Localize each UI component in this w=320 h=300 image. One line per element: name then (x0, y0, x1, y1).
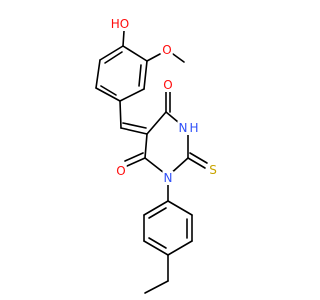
bond (122, 30, 125, 47)
bond (122, 122, 147, 129)
label-background (162, 171, 174, 185)
bond (146, 111, 167, 135)
bond (95, 59, 101, 89)
nh-hydrogen-label: H (189, 121, 198, 135)
label-background (162, 78, 174, 92)
bond (144, 133, 148, 159)
label-background (115, 164, 127, 178)
bond (99, 45, 124, 61)
bond (146, 53, 161, 62)
thione-sulfur-label: S (209, 163, 217, 177)
bond (143, 240, 169, 256)
bond (143, 200, 169, 216)
label-background (161, 43, 173, 57)
hydroxyl-label: HO (111, 17, 129, 31)
label-background (109, 17, 131, 31)
atom-labels: HO O O O H N N S (109, 17, 218, 185)
label-background (208, 163, 218, 177)
carbonyl-oxygen-top-label: O (163, 78, 172, 92)
molecule-canvas: HO O O O H N N S (95, 17, 218, 294)
bond (144, 280, 169, 294)
molecule-structure: HO O O O H N N S (95, 17, 218, 294)
bond (148, 237, 167, 249)
bond (122, 45, 148, 62)
bond (126, 157, 146, 167)
bond (148, 207, 167, 219)
bond (167, 200, 193, 216)
label-background (177, 121, 189, 135)
bond (167, 240, 193, 256)
aryl-nitrogen-label: N (164, 171, 173, 185)
bond (119, 88, 145, 102)
bond (187, 157, 206, 169)
bond (138, 64, 142, 87)
label-background (188, 121, 200, 135)
bond (120, 127, 148, 135)
bond (104, 51, 123, 64)
nh-nitrogen-label: N (179, 121, 188, 135)
bond (100, 85, 117, 96)
methoxy-oxygen-label: O (162, 43, 171, 57)
bond (172, 53, 185, 63)
bonds (95, 30, 208, 294)
bond (95, 87, 121, 102)
carbonyl-oxygen-bottom-label: O (116, 164, 125, 178)
bond (143, 60, 148, 90)
bond (119, 100, 122, 129)
bond (124, 152, 144, 162)
bond (165, 111, 179, 123)
bond (189, 152, 208, 164)
